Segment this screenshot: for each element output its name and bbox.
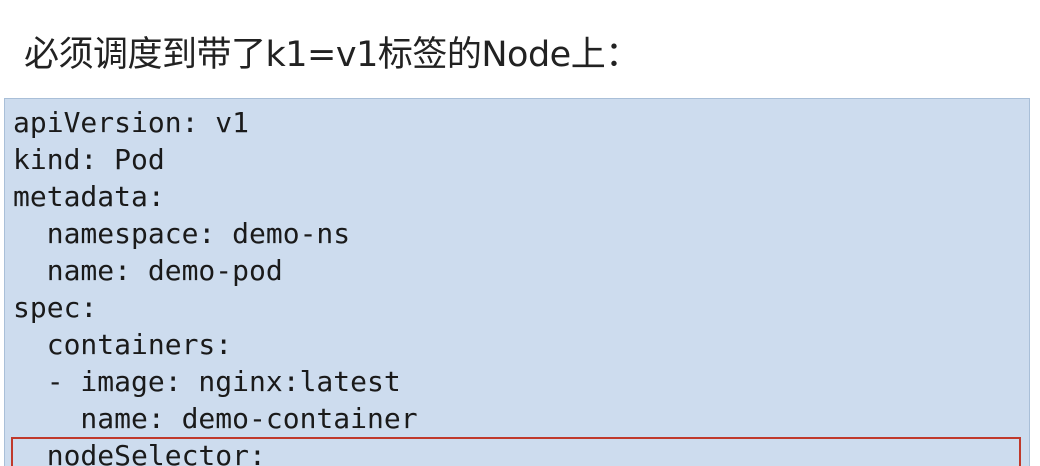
- code-line-image: - image: nginx:latest: [13, 365, 401, 398]
- code-line-containers: containers:: [13, 328, 233, 361]
- code-block: apiVersion: v1 kind: Pod metadata: names…: [4, 98, 1030, 466]
- node-selector-highlight-box: [11, 437, 1021, 466]
- code-line-spec: spec:: [13, 291, 98, 324]
- code-line-name: name: demo-pod: [13, 254, 283, 287]
- code-line-api-version: apiVersion: v1: [13, 106, 250, 139]
- code-line-node-selector: nodeSelector:: [13, 439, 266, 466]
- code-line-metadata: metadata:: [13, 180, 165, 213]
- code-line-container-name: name: demo-container: [13, 402, 418, 435]
- code-line-kind: kind: Pod: [13, 143, 165, 176]
- slide-title: 必须调度到带了k1=v1标签的Node上：: [24, 35, 640, 75]
- code-line-namespace: namespace: demo-ns: [13, 217, 351, 250]
